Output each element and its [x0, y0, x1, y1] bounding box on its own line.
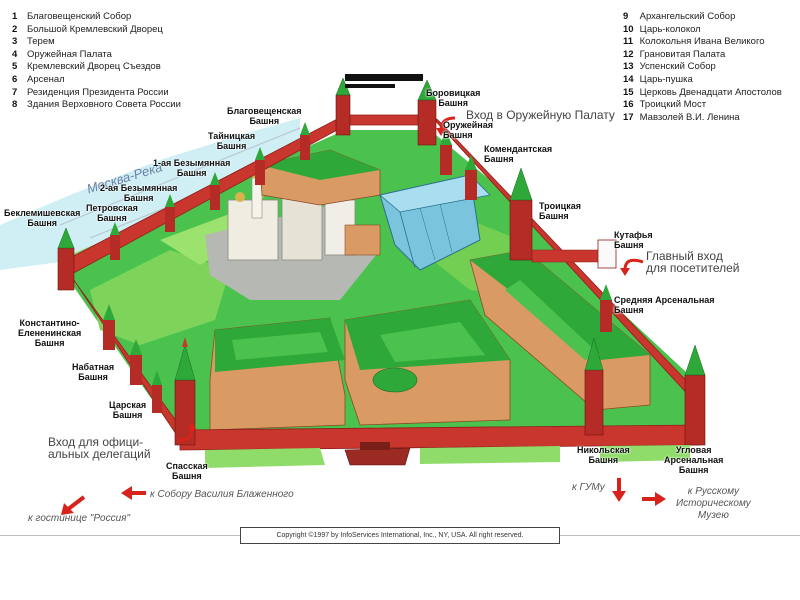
senate-building [344, 299, 511, 426]
red-arrows [61, 116, 666, 515]
note-to-gum: к ГУМу [572, 482, 605, 493]
label-taynitskaya: Тайницкая Башня [208, 131, 256, 151]
kremlin-towers [57, 77, 706, 446]
arrow-to-gum [617, 478, 621, 492]
label-konstantino-eleninskaya: Константино- Елененинская Башня [18, 318, 82, 348]
note-official-entrance: Вход для офици- альных делегаций [48, 435, 151, 461]
label-nabatnaya: Набатная Башня [72, 362, 115, 382]
arrow-to-basil [130, 491, 146, 495]
label-nikolskaya: Никольская Башня [577, 445, 630, 465]
arrow-to-museum [642, 497, 656, 501]
tower-small [103, 122, 612, 413]
label-srednyaya-arsenalnaya: Средняя Арсенальная Башня [614, 295, 715, 315]
note-to-hotel: к гостинице "Россия" [28, 513, 131, 524]
tower-borovitskaya [417, 79, 437, 146]
legend-item: 17 Мавзолей В.И. Ленина [623, 111, 740, 123]
red-square-lawns [205, 442, 690, 468]
supreme-soviet-building [209, 317, 346, 431]
label-spasskaya: Спасская Башня [166, 461, 208, 481]
label-tsarskaya: Царская Башня [109, 400, 147, 420]
label-bezymyannaya-2: 2-ая Безымянная Башня [100, 183, 178, 203]
legend-item: 9 Архангельский Собор [623, 11, 736, 22]
legend-item: 11 Колокольня Ивана Великого [623, 36, 765, 48]
river-water [0, 118, 300, 270]
legend-item: 12 Грановитая Палата [623, 48, 726, 60]
tower-beklemishevskaya [57, 227, 75, 291]
note-armory-entrance: Вход в Оружейную Палату [466, 108, 615, 122]
tower-troitskaya [509, 167, 533, 261]
label-borovitskaya: Боровицкая Башня [426, 88, 481, 108]
lenin-mausoleum [344, 447, 411, 466]
note-main-entrance: Главный вход для посетителей [646, 249, 740, 275]
garden-patch [90, 250, 230, 345]
tower-nikolskaya [584, 337, 604, 436]
legend-item: 16 Троицкий Мост [623, 99, 707, 111]
arrow-to-hotel [65, 495, 86, 512]
note-to-basil: к Собору Василия Блаженного [150, 489, 294, 500]
legend-item: 14 Царь-пушка [623, 73, 693, 85]
label-oruzheynaya: Оружейная Башня [443, 120, 493, 140]
legend-item: 13 Успенский Собор [623, 61, 716, 73]
label-komendantskaya: Комендантская Башня [484, 144, 553, 164]
kutafya-tower-bridge [531, 239, 617, 269]
note-to-museum: к Русскому Историческому Музею [676, 486, 751, 521]
label-bezymyannaya-1: 1-ая Безымянная Башня [153, 158, 231, 178]
copyright-notice: Copyright ©1997 by InfoServices Internat… [240, 527, 560, 544]
label-beklemishevskaya: Беклемишевская Башня [4, 208, 81, 228]
arrow-main-entrance [623, 258, 644, 271]
arsenal [469, 249, 651, 411]
label-kutafya: Кутафья Башня [614, 230, 653, 250]
palace-of-congresses [379, 174, 491, 271]
legend-item: 10 Царь-колокол [623, 23, 701, 35]
label-blagoveshchenskaya: Благовещенская Башня [227, 106, 302, 126]
legend-right: 9 Архангельский Собор 10 Царь-колокол 11… [623, 11, 782, 124]
legend-item: 15 Церковь Двенадцати Апостолов [623, 86, 782, 98]
tower-blagoveshchenskaya [335, 77, 351, 136]
label-petrovskaya: Петровская Башня [86, 203, 138, 223]
tower-uglovaya [684, 344, 706, 446]
label-uglovaya-arsenalnaya: Угловая Арсенальная Башня [664, 445, 724, 475]
arrow-official-entrance [177, 427, 194, 442]
label-troitskaya: Троицкая Башня [539, 201, 581, 221]
